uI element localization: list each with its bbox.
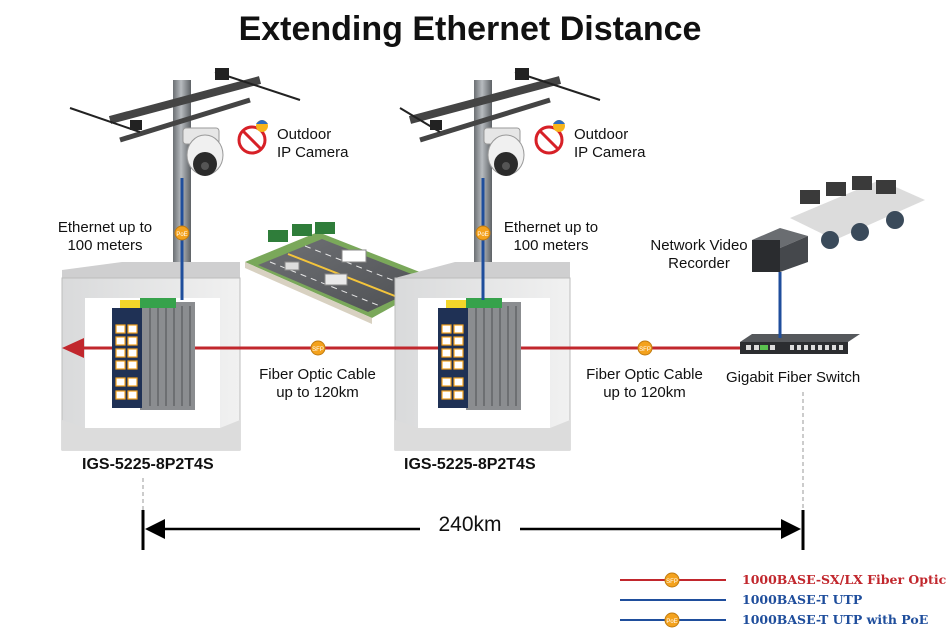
switch-model-label-1: IGS-5225-8P2T4S	[82, 456, 214, 473]
camera-label-2-line-1: Outdoor	[574, 126, 629, 143]
sfp-badge-1-text: SFP	[312, 347, 324, 353]
sfp-badge-2: SFP	[637, 340, 653, 356]
camera-label-1: Outdoor IP Camera	[277, 126, 348, 162]
legend-label-utp-poe: 1000BASE-T UTP with PoE	[742, 612, 929, 627]
weatherproof-icon-1	[237, 120, 268, 155]
legend-badge-poe-text: PoE	[666, 619, 677, 625]
poe-badge-2-text: PoE	[477, 232, 488, 238]
weatherproof-icon-2	[534, 120, 565, 155]
nvr-device	[752, 228, 808, 272]
distance-label: 240km	[420, 513, 520, 537]
industrial-switch-1	[112, 298, 195, 410]
dome-camera-1	[182, 127, 224, 176]
ethernet-label-1-line-2: 100 meters	[67, 237, 143, 254]
ethernet-label-2-line-2: 100 meters	[513, 237, 589, 254]
fiber-switch-label: Gigabit Fiber Switch	[726, 369, 861, 386]
ethernet-label-1-line-1: Ethernet up to	[57, 219, 153, 236]
legend-badge-sfp-text: SFP	[666, 579, 678, 585]
camera-label-1-line-1: Outdoor	[277, 126, 332, 143]
nvr-label: Network Video Recorder	[638, 237, 760, 273]
camera-label-2: Outdoor IP Camera	[574, 126, 645, 162]
poe-badge-2: PoE	[475, 225, 491, 241]
gigabit-fiber-switch-device	[740, 334, 860, 354]
legend-line-fiber: SFP	[620, 572, 726, 588]
poe-badge-1-text: PoE	[176, 232, 187, 238]
camera-label-1-line-2: IP Camera	[277, 144, 349, 161]
page-title: Extending Ethernet Distance	[238, 10, 702, 48]
camera-label-2-line-2: IP Camera	[574, 144, 646, 161]
legend-label-fiber: 1000BASE-SX/LX Fiber Optic	[742, 572, 946, 587]
industrial-switch-2	[438, 298, 521, 410]
ethernet-label-2-line-1: Ethernet up to	[503, 219, 599, 236]
fiber-label-2: Fiber Optic Cable up to 120km	[572, 366, 717, 402]
sfp-badge-1: SFP	[310, 340, 326, 356]
switch-model-label-2: IGS-5225-8P2T4S	[404, 456, 536, 473]
poe-badge-1: PoE	[174, 225, 190, 241]
nvr-label-line-1: Network Video	[650, 237, 748, 254]
legend-line-utp-poe: PoE	[620, 612, 726, 628]
nvr-label-line-2: Recorder	[668, 255, 730, 272]
dome-camera-2	[483, 127, 525, 176]
sfp-badge-2-text: SFP	[639, 347, 651, 353]
ethernet-label-1: Ethernet up to 100 meters	[40, 219, 170, 255]
fiber-label-2-line-1: Fiber Optic Cable	[586, 366, 703, 383]
highway-illustration	[245, 222, 440, 324]
fiber-label-2-line-2: up to 120km	[603, 384, 686, 401]
fiber-label-1-line-1: Fiber Optic Cable	[259, 366, 376, 383]
fiber-cable-out	[62, 338, 112, 358]
ethernet-label-2: Ethernet up to 100 meters	[486, 219, 616, 255]
fiber-label-1: Fiber Optic Cable up to 120km	[245, 366, 390, 402]
legend-label-utp: 1000BASE-T UTP	[742, 592, 863, 607]
fiber-label-1-line-2: up to 120km	[276, 384, 359, 401]
control-room-illustration	[790, 176, 925, 249]
